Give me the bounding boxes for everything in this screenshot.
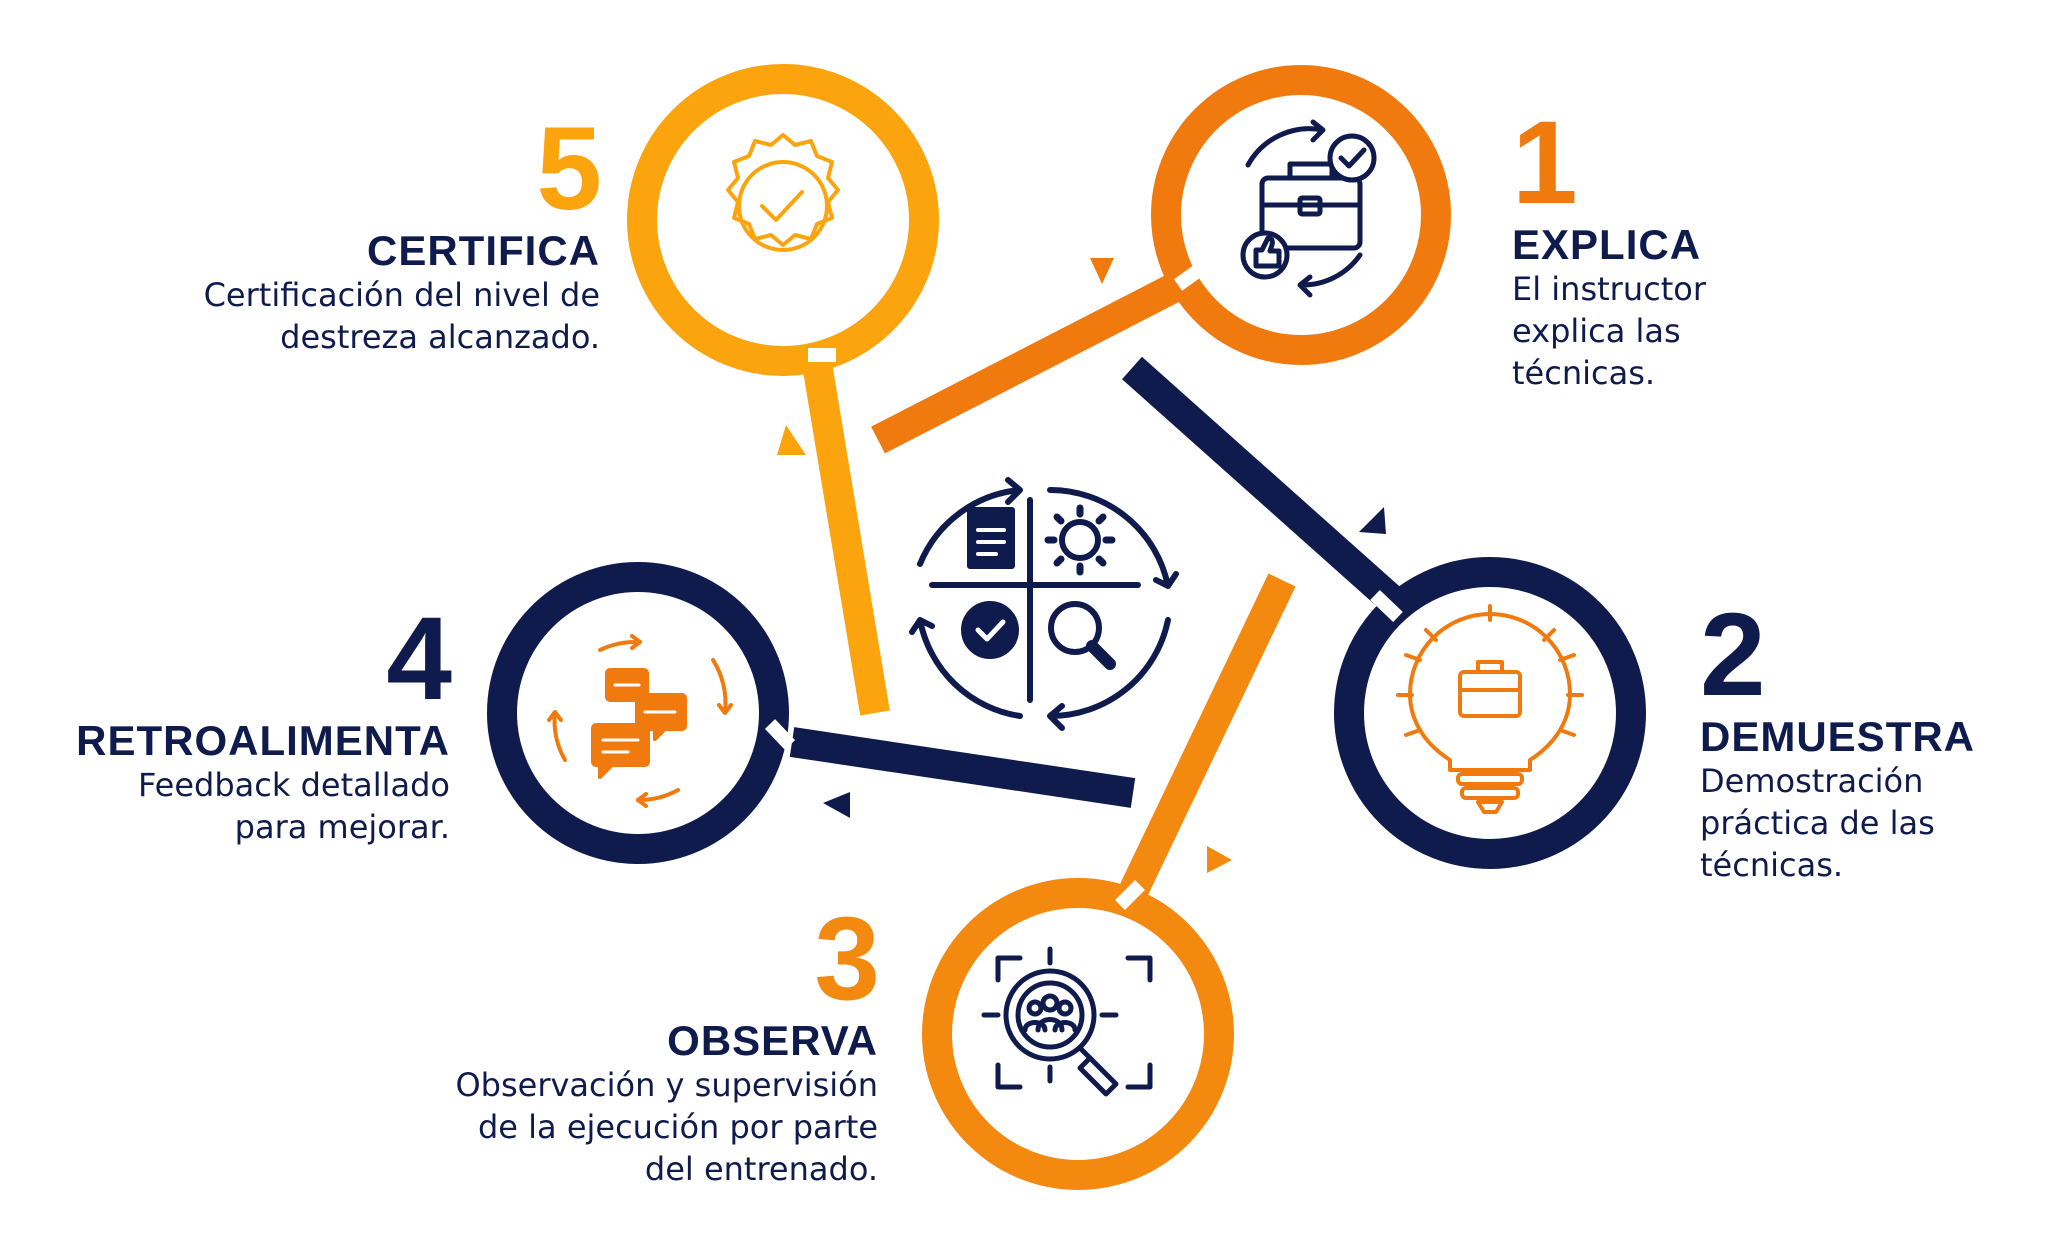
step-2-title: DEMUESTRA <box>1700 713 1976 760</box>
step-3-number: 3 <box>814 893 880 1025</box>
step-5-title: CERTIFICA <box>367 227 600 274</box>
step-2-ring <box>1334 557 1646 869</box>
step-4-description: Feedback detallado para mejorar. <box>138 766 450 847</box>
connector-1-to-2 <box>1122 356 1400 610</box>
step-2-description: Demostración práctica de las técnicas. <box>1700 762 1935 885</box>
direction-arrow-5 <box>777 425 806 455</box>
step-2-number: 2 <box>1700 589 1766 721</box>
step-5-ring <box>627 64 939 376</box>
connector-3-up <box>1116 573 1296 905</box>
lightbulb-briefcase-icon <box>1396 604 1584 814</box>
step-1: 1 EXPLICA El instructor explica las técn… <box>1512 104 1932 394</box>
step-5: 5 CERTIFICA Certificación del nivel de d… <box>130 103 602 358</box>
direction-arrow-3 <box>1207 846 1232 873</box>
step-1-title: EXPLICA <box>1512 221 1702 268</box>
step-3-title: OBSERVA <box>667 1017 878 1064</box>
process-cycle-icon <box>909 477 1179 731</box>
step-5-description: Certificación del nivel de destreza alca… <box>203 276 600 357</box>
step-4: 4 RETROALIMENTA Feedback detallado para … <box>40 593 452 848</box>
step-1-description: El instructor explica las técnicas. <box>1512 270 1706 393</box>
connector-1-to-5 <box>871 268 1192 454</box>
step-2: 2 DEMUESTRA Demostración práctica de las… <box>1700 596 2040 886</box>
step-1-number: 1 <box>1512 97 1578 229</box>
direction-arrow-4 <box>823 792 850 818</box>
briefcase-thumbs-up-icon <box>1240 119 1377 298</box>
connector-4-to-center <box>789 727 1136 808</box>
direction-arrow-1 <box>1090 258 1114 284</box>
step-4-number: 4 <box>386 593 452 725</box>
step-3-description: Observación y supervisión de la ejecució… <box>455 1066 878 1189</box>
chat-cycle-icon <box>547 634 733 808</box>
step-3: 3 OBSERVA Observación y supervisión de l… <box>330 893 880 1190</box>
direction-arrow-2 <box>1359 507 1386 534</box>
magnifier-group-icon <box>981 946 1153 1097</box>
connector-5-down <box>803 367 890 716</box>
badge-check-icon <box>726 133 840 252</box>
step-4-title: RETROALIMENTA <box>76 717 450 764</box>
step-5-number: 5 <box>536 103 602 235</box>
